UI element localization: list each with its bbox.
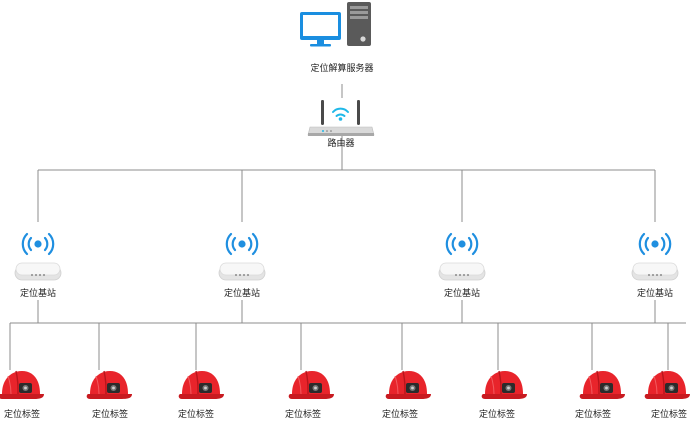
base-station-label: 定位基站: [443, 289, 481, 299]
server-computer-icon: [300, 2, 371, 47]
helmet-tag-icon: [578, 370, 626, 400]
server-label: 定位解算服务器: [310, 64, 374, 74]
base-station-icon: [437, 232, 487, 282]
router-label: 路由器: [327, 139, 355, 149]
helmet-tag-icon: [177, 370, 225, 400]
connection-lines: [9, 84, 686, 370]
tag-label: 定位标签: [3, 410, 41, 420]
tag-label: 定位标签: [381, 410, 419, 420]
base-station-icon: [217, 232, 267, 282]
base-station-label: 定位基站: [636, 289, 674, 299]
helmet-tag-icon: [0, 370, 45, 400]
tag-label: 定位标签: [91, 410, 129, 420]
base-station-icon: [13, 232, 63, 282]
base-station-label: 定位基站: [223, 289, 261, 299]
helmet-tag-icon: [643, 370, 691, 400]
tag-label: 定位标签: [284, 410, 322, 420]
tag-label: 定位标签: [574, 410, 612, 420]
helmet-tag-icon: [480, 370, 528, 400]
helmet-tag-icon: [384, 370, 432, 400]
helmet-tag-icon: [287, 370, 335, 400]
tag-label: 定位标签: [650, 410, 688, 420]
wifi-router-icon: [307, 100, 375, 136]
tag-label: 定位标签: [177, 410, 215, 420]
base-station-icon: [630, 232, 680, 282]
base-station-label: 定位基站: [19, 289, 57, 299]
tag-label: 定位标签: [478, 410, 516, 420]
helmet-tag-icon: [85, 370, 133, 400]
